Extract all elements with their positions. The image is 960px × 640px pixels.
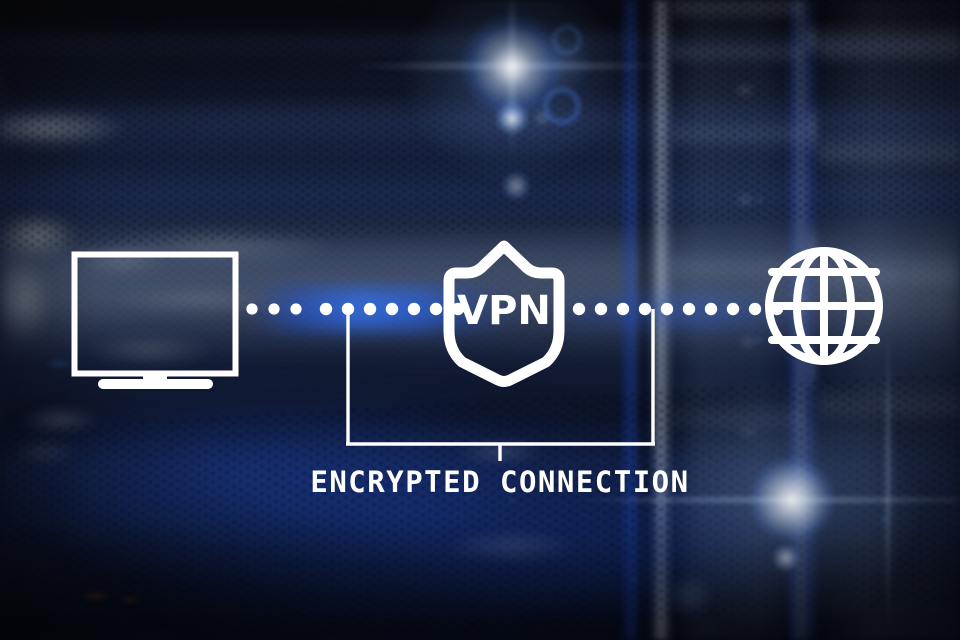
globe-icon[interactable] (765, 247, 883, 365)
link-dot (660, 302, 674, 316)
link-dot (594, 302, 608, 316)
vpn-label: VPN (457, 288, 551, 334)
link-dot (638, 302, 652, 316)
dotted-link-vpn-to-internet (572, 302, 784, 316)
link-dot (704, 302, 718, 316)
link-dot (429, 302, 443, 316)
link-dot (616, 302, 630, 316)
link-dot (407, 302, 421, 316)
link-dot (451, 302, 465, 316)
monitor-neck (143, 373, 167, 383)
monitor-icon[interactable] (71, 251, 239, 390)
globe-meridian (793, 247, 855, 365)
link-dot (268, 303, 280, 315)
link-dot (290, 303, 302, 315)
shield-outline (443, 240, 565, 387)
link-dot (246, 303, 258, 315)
link-dot (748, 302, 762, 316)
link-dot (363, 302, 377, 316)
monitor-base (98, 379, 213, 389)
dotted-link-client-to-vpn (246, 302, 465, 316)
link-dot (385, 302, 399, 316)
link-dot (319, 302, 333, 316)
encrypted-connection-caption: ENCRYPTED CONNECTION (310, 465, 689, 499)
shield-icon[interactable]: VPN (443, 240, 565, 387)
encrypted-connection-bracket (346, 309, 655, 461)
monitor-screen-frame (71, 251, 239, 377)
link-dot (572, 302, 586, 316)
link-dot (682, 302, 696, 316)
link-dot (726, 302, 740, 316)
